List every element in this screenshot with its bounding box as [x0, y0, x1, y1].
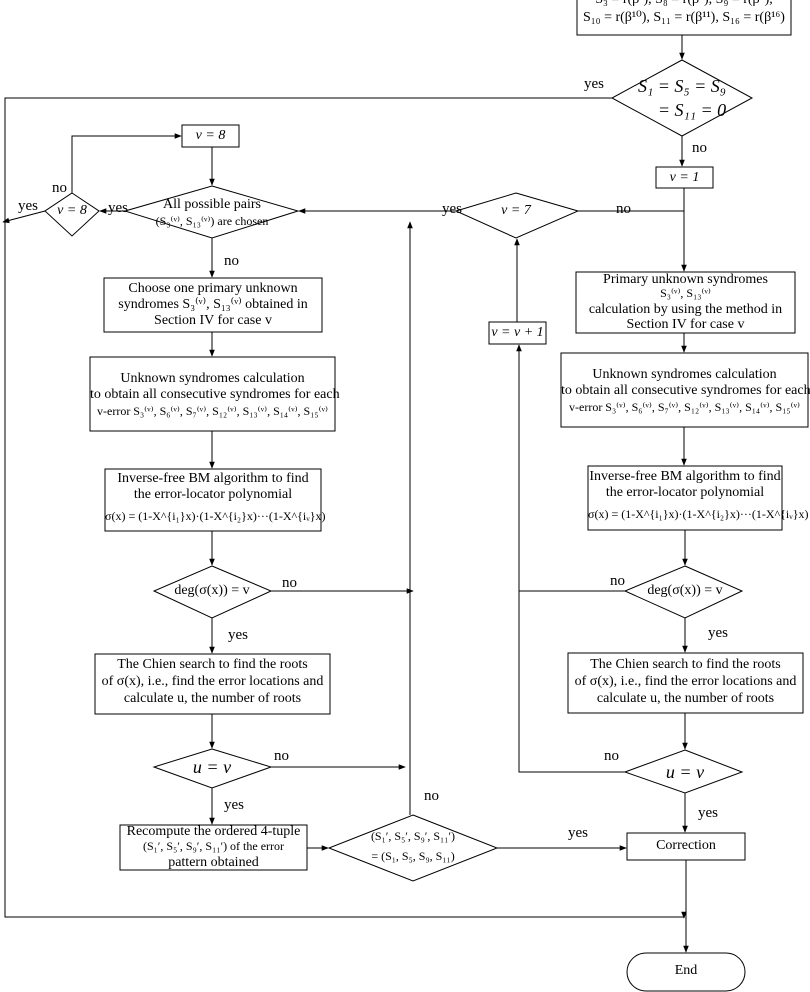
set-v1-text: v = 1 [669, 170, 700, 185]
label-yes: yes [224, 797, 244, 813]
primary-right-line4: Section IV for case v [626, 317, 745, 332]
label-yes: yes [108, 200, 128, 216]
bm-right-line2: the error-locator polynomial [605, 485, 765, 500]
v-eq-8-decision [44, 192, 100, 237]
chien-left-line1: The Chien search to find the roots [117, 657, 308, 672]
primary-right-line2: S₃⁽ᵛ⁾, S₁₃⁽ᵛ⁾ [660, 286, 711, 300]
set-v8-text: v = 8 [195, 128, 226, 143]
u-eq-v-left-text: u = v [192, 757, 232, 777]
u-eq-v-right-text: u = v [665, 762, 705, 782]
bm-left-line2: the error-locator polynomial [133, 487, 293, 502]
bm-left-line3: σ(x) = (1-X^{i₁}x)·(1-X^{i₂}x)···(1-X^{i… [105, 509, 326, 523]
choose-one-line3: Section IV for case v [154, 313, 272, 328]
label-no: no [274, 748, 289, 764]
v-eq-7-decision [454, 192, 580, 239]
chien-right-line2: of σ(x), i.e., find the error locations … [574, 674, 797, 689]
edge-yes-top [4, 97, 684, 918]
correction-text: Correction [656, 838, 716, 853]
recompute-line1: Recompute the ordered 4-tuple [126, 824, 301, 839]
label-no: no [692, 140, 707, 156]
recompute-line3: pattern obtained [168, 855, 259, 870]
unknown-left-line3: v-error S₃⁽ᵛ⁾, S₆⁽ᵛ⁾, S₇⁽ᵛ⁾, S₁₂⁽ᵛ⁾, S₁₃… [97, 404, 328, 418]
label-yes: yes [18, 198, 38, 214]
chien-right-line3: calculate u, the number of roots [596, 691, 775, 706]
v-inc-text: v = v + 1 [491, 325, 544, 340]
choose-one-box [103, 277, 323, 333]
all-pairs-line2: (S₃⁽ᵛ⁾, S₁₃⁽ᵛ⁾) are chosen [155, 214, 269, 228]
label-yes: yes [568, 825, 588, 841]
bm-left-box [104, 468, 322, 532]
set-v8-box [181, 124, 240, 148]
chien-left-line2: of σ(x), i.e., find the error locations … [101, 674, 324, 689]
unknown-right-line3: v-error S₃⁽ᵛ⁾, S₆⁽ᵛ⁾, S₇⁽ᵛ⁾, S₁₂⁽ᵛ⁾, S₁₃… [569, 400, 800, 414]
compare-line2: = (S₁, S₅, S₉, S₁₁) [371, 849, 455, 863]
choose-one-line2: syndromes S₃⁽ᵛ⁾, S₁₃⁽ᵛ⁾ obtained in [118, 297, 308, 312]
edge-no-v8 [71, 133, 182, 193]
label-yes: yes [228, 627, 248, 643]
compare-decision [327, 814, 499, 882]
bm-right-line1: Inverse-free BM algorithm to find [589, 469, 781, 484]
label-no: no [424, 788, 439, 804]
primary-right-line1: Primary unknown syndromes [603, 272, 768, 287]
all-pairs-line1: All possible pairs [163, 197, 261, 212]
choose-one-line1: Choose one primary unknown [128, 281, 298, 296]
chien-left-line3: calculate u, the number of roots [123, 691, 302, 706]
zero-check-line2: = S₁₁ = 0 [657, 100, 727, 120]
deg-left-text: deg(σ(x)) = v [174, 583, 250, 598]
top-box-line1: S₃ = r(β³), S₈ = r(β⁸), S₉ = r(β⁹), [582, 0, 786, 8]
v-eq-8-text: v = 8 [57, 203, 87, 218]
zero-check-line1: S₁ = S₅ = S₉ [637, 76, 727, 96]
unknown-left-line1: Unknown syndromes calculation [120, 371, 305, 386]
label-no: no [604, 748, 619, 764]
edge [2, 210, 46, 224]
label-no: no [282, 575, 297, 591]
all-zero-decision [610, 59, 754, 137]
top-box-line2: S₁₀ = r(β¹⁰), S₁₁ = r(β¹¹), S₁₆ = r(β¹⁶) [583, 10, 785, 25]
label-yes: yes [698, 805, 718, 821]
bm-left-line1: Inverse-free BM algorithm to find [117, 471, 309, 486]
primary-right-line3: calculation by using the method in [588, 302, 783, 317]
chien-right-line1: The Chien search to find the roots [590, 657, 781, 672]
bm-right-line3: σ(x) = (1-X^{i₁}x)·(1-X^{i₂}x)···(1-X^{i… [588, 507, 809, 521]
recompute-line2: (S₁′, S₅′, S₉′, S₁₁′) of the error [142, 839, 285, 853]
label-no: no [610, 573, 625, 589]
unknown-right-line2: to obtain all consecutive syndromes for … [561, 383, 810, 398]
label-no: no [616, 201, 631, 217]
v-eq-7-text: v = 7 [501, 203, 531, 218]
label-yes: yes [584, 76, 604, 92]
end-text: End [674, 963, 698, 978]
label-yes: yes [708, 625, 728, 641]
label-no: no [224, 253, 239, 269]
end-terminal [626, 952, 746, 992]
primary-right-box [575, 271, 796, 334]
unknown-right-line1: Unknown syndromes calculation [592, 367, 777, 382]
top-syndrome-box [576, 0, 792, 36]
edge-no-u-right [518, 591, 625, 773]
compare-line1: (S₁′, S₅′, S₉′, S₁₁′) [370, 829, 456, 843]
deg-right-text: deg(σ(x)) = v [647, 583, 723, 598]
label-no: no [52, 180, 67, 196]
unknown-left-line2: to obtain all consecutive syndromes for … [90, 387, 340, 402]
label-yes: yes [442, 201, 462, 217]
